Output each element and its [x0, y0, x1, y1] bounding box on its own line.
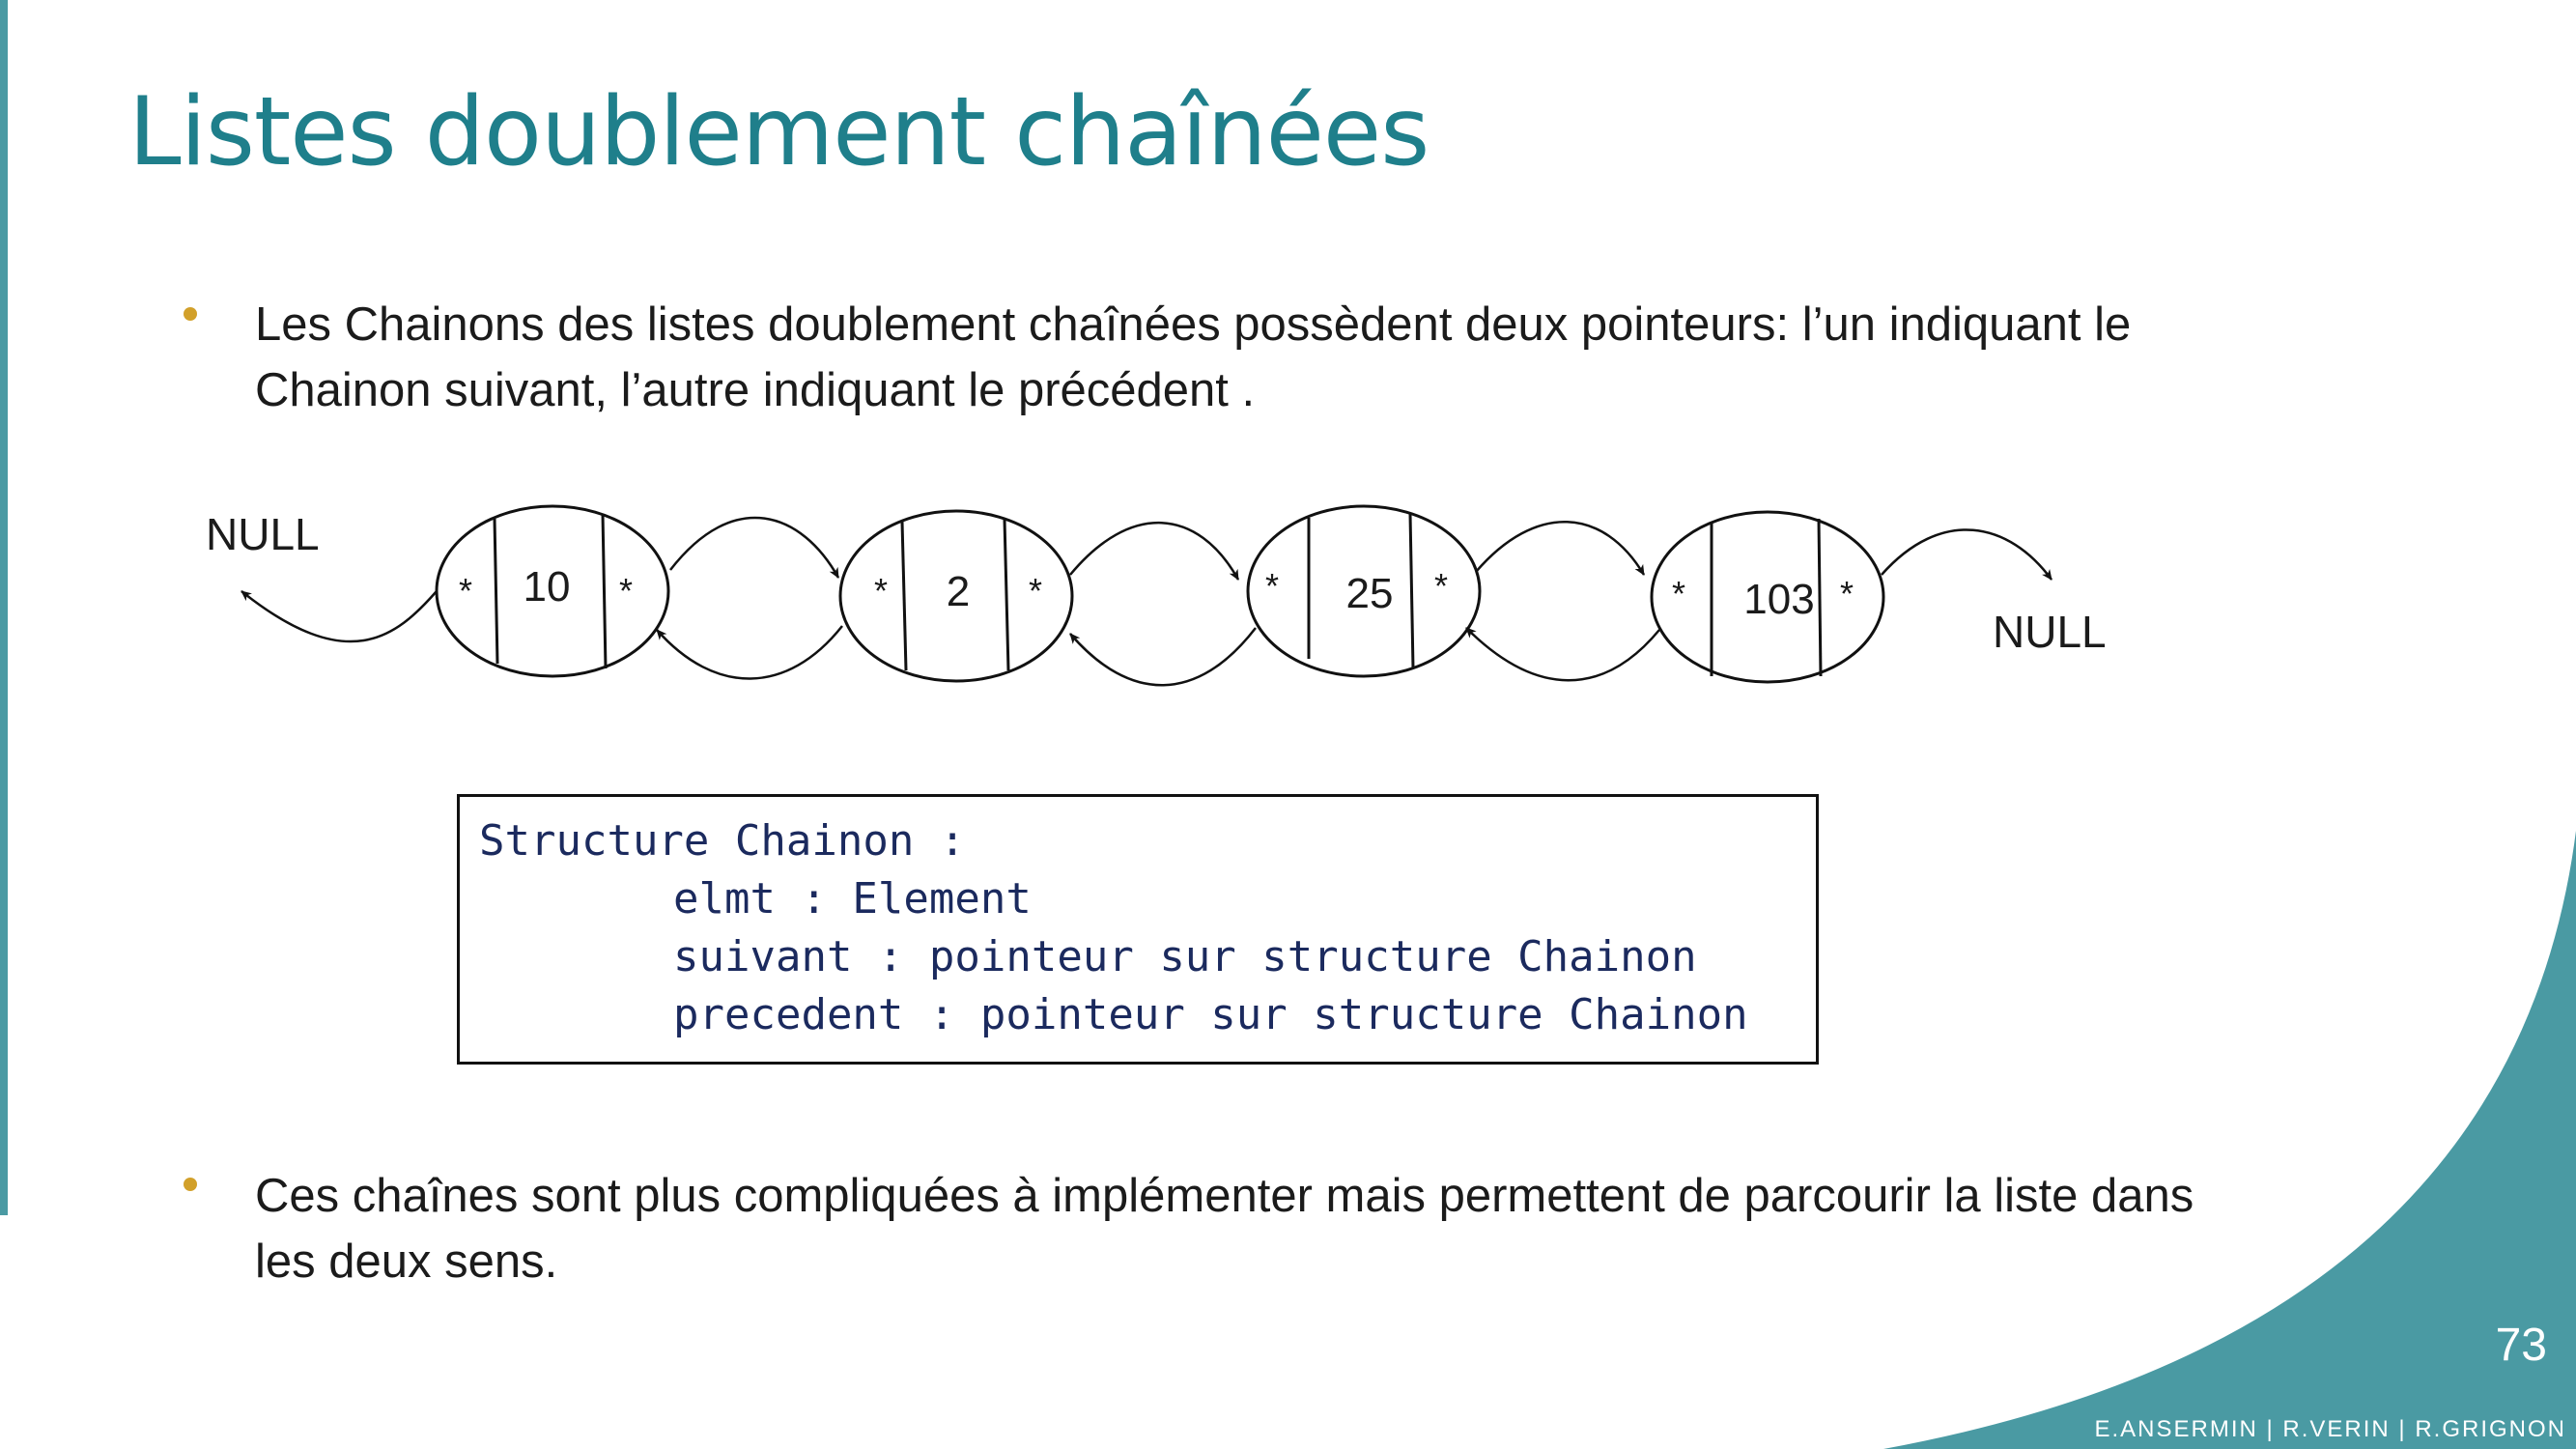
node-1-divider-left	[493, 518, 499, 665]
node-4-next-pointer: *	[1840, 574, 1854, 613]
node-3-prev-pointer: *	[1265, 566, 1279, 606]
node-1-value: 10	[524, 563, 571, 611]
node-4-ellipse	[1650, 510, 1885, 684]
code-line-2: elmt : Element	[673, 874, 1032, 923]
node-3-ellipse	[1246, 504, 1482, 678]
node-4-value: 103	[1743, 576, 1814, 623]
node-3-divider-right	[1408, 513, 1415, 669]
null-right-label: NULL	[1993, 607, 2107, 657]
prev-arrow-null	[241, 590, 438, 643]
node-2-prev-pointer: *	[874, 571, 888, 611]
bullet-1-line-2: Chainon suivant, l’autre indiquant le pr…	[255, 364, 1256, 416]
bullet-2-line-2: les deux sens.	[255, 1236, 558, 1288]
bullet-text-1: Les Chainons des listes doublement chaîn…	[255, 292, 2380, 423]
null-left-label: NULL	[206, 509, 320, 559]
node-3-value: 25	[1346, 570, 1394, 617]
code-line-1: Structure Chainon :	[479, 816, 966, 866]
node-1-prev-pointer: *	[459, 571, 472, 611]
bullet-marker-2	[184, 1178, 197, 1191]
node-3-next-pointer: *	[1434, 566, 1448, 606]
node-1-next-pointer: *	[619, 571, 633, 611]
next-arrow-3	[1475, 521, 1646, 576]
node-2-value: 2	[947, 568, 970, 615]
next-arrow-2	[1069, 522, 1240, 581]
page-number: 73	[2495, 1320, 2547, 1371]
prev-arrow-2	[1069, 627, 1257, 687]
node-2-divider-right	[1003, 519, 1010, 671]
prev-arrow-3	[1465, 627, 1660, 682]
node-2-next-pointer: *	[1029, 571, 1042, 611]
page-title: Listes doublement chaînées	[128, 77, 1430, 187]
bullet-text-2: Ces chaînes sont plus compliquées à impl…	[255, 1163, 2380, 1294]
bullet-2-line-1: Ces chaînes sont plus compliquées à impl…	[255, 1170, 2194, 1222]
code-block: Structure Chainon : elmt : Element suiva…	[457, 794, 1819, 1065]
next-arrow-1	[669, 516, 840, 579]
bullet-marker-1	[184, 307, 197, 321]
code-line-4: precedent : pointeur sur structure Chain…	[673, 990, 1748, 1039]
bullet-1-line-1: Les Chainons des listes doublement chaîn…	[255, 298, 2132, 351]
next-arrow-null	[1881, 528, 2053, 581]
node-1-divider-right	[601, 513, 608, 669]
code-line-3: suivant : pointeur sur structure Chainon	[673, 932, 1697, 981]
footer-authors: E.ANSERMIN | R.VERIN | R.GRIGNON	[2094, 1416, 2566, 1442]
left-accent-bar	[0, 0, 8, 1215]
node-4-prev-pointer: *	[1672, 574, 1685, 613]
node-2-divider-left	[900, 521, 908, 671]
node-4-divider-right	[1817, 518, 1823, 677]
node-2-ellipse	[838, 509, 1074, 683]
prev-arrow-1	[656, 625, 843, 680]
